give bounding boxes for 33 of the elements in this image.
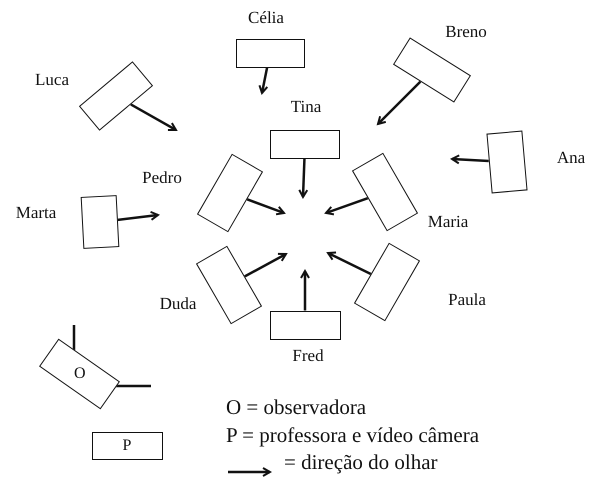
labeled-desk (92, 432, 162, 460)
student-name: Ana (556, 148, 586, 168)
desk (270, 130, 340, 158)
arrow (258, 67, 268, 94)
desk (236, 38, 304, 68)
legend-text: = direção do olhar (284, 450, 438, 475)
legend-text: O = observadora (226, 395, 366, 420)
arrow (118, 210, 159, 222)
student-name: Luca (35, 70, 69, 90)
arrow (377, 80, 422, 125)
student-name: Paula (448, 290, 486, 310)
desk-letter: P (122, 437, 132, 455)
arrow (298, 158, 308, 198)
arrow (246, 198, 285, 216)
arrow (451, 154, 489, 164)
student-name: Maria (428, 212, 468, 232)
arrow (130, 103, 177, 132)
student-name: Breno (445, 22, 487, 42)
arrow (325, 196, 368, 216)
arrow (244, 252, 287, 278)
student-name: Pedro (142, 168, 182, 188)
desk-letter: O (73, 365, 85, 383)
student-name: Célia (248, 8, 284, 28)
arrow (327, 252, 372, 276)
student-name: Duda (160, 294, 196, 314)
desk (486, 130, 528, 194)
desk (80, 195, 120, 249)
student-name: Marta (16, 203, 56, 223)
arrow (300, 270, 310, 310)
legend-text: P = professora e vídeo câmera (226, 423, 480, 448)
student-name: Tina (290, 97, 322, 117)
student-name: Fred (292, 346, 324, 366)
desk (270, 310, 340, 340)
